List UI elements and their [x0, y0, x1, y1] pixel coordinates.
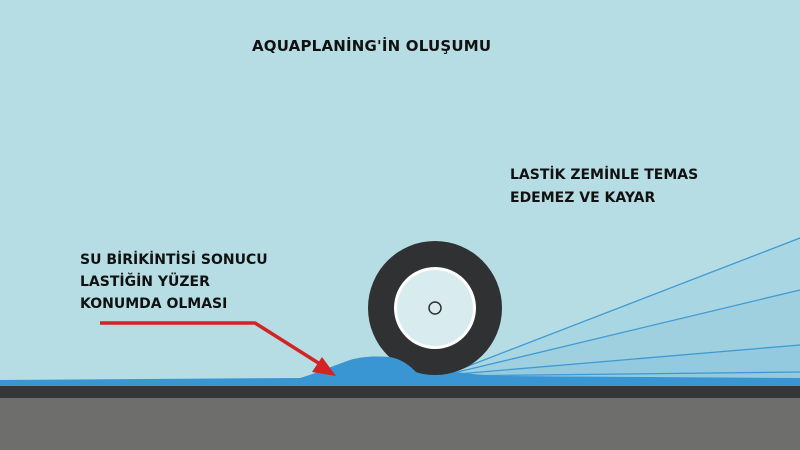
- spray-line-1: [444, 237, 800, 376]
- right-caption-line-1: LASTİK ZEMİNLE TEMAS: [510, 167, 699, 183]
- spray-line-2: [444, 289, 800, 376]
- road-edge: [0, 384, 800, 398]
- arrow-head: [312, 357, 336, 376]
- tire: [368, 241, 502, 375]
- left-caption: SU BİRİKİNTİSİ SONUCU LASTİĞİN YÜZER KON…: [80, 249, 268, 315]
- left-caption-line-2: LASTİĞİN YÜZER: [80, 274, 210, 290]
- water-wave: [330, 356, 420, 380]
- arrow-shaft: [100, 321, 321, 366]
- spray-line-3: [444, 344, 800, 376]
- right-caption-line-2: EDEMEZ VE KAYAR: [510, 190, 656, 206]
- left-caption-line-1: SU BİRİKİNTİSİ SONUCU: [80, 252, 268, 268]
- road-surface: [0, 398, 800, 450]
- tire-hub: [428, 301, 442, 315]
- spray-fan-inner: [445, 345, 800, 378]
- spray-line-4: [444, 371, 800, 377]
- pointer-arrow: [100, 321, 336, 376]
- diagram-title: AQUAPLANİNG'İN OLUŞUMU: [252, 37, 492, 55]
- left-caption-line-3: KONUMDA OLMASI: [80, 296, 228, 312]
- water-spray: [444, 237, 800, 378]
- right-caption: LASTİK ZEMİNLE TEMAS EDEMEZ VE KAYAR: [510, 164, 698, 210]
